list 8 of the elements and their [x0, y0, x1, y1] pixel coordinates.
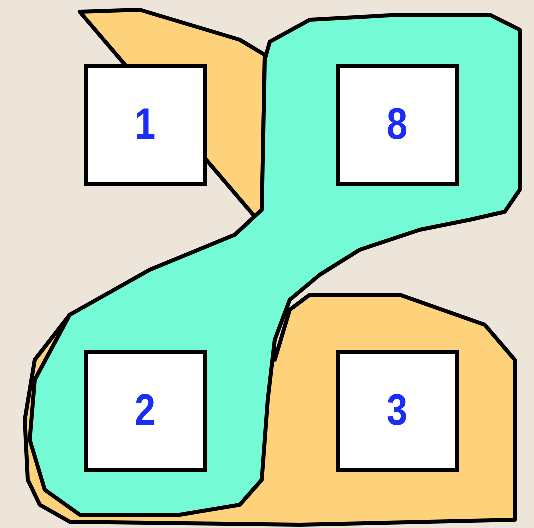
number-label: 3 — [387, 386, 408, 436]
number-label: 2 — [135, 386, 156, 436]
square-box — [84, 64, 207, 186]
square-box — [336, 64, 459, 186]
square-box — [336, 350, 459, 472]
square-box — [84, 350, 207, 472]
number-label: 1 — [135, 100, 156, 150]
number-label: 8 — [387, 100, 408, 150]
